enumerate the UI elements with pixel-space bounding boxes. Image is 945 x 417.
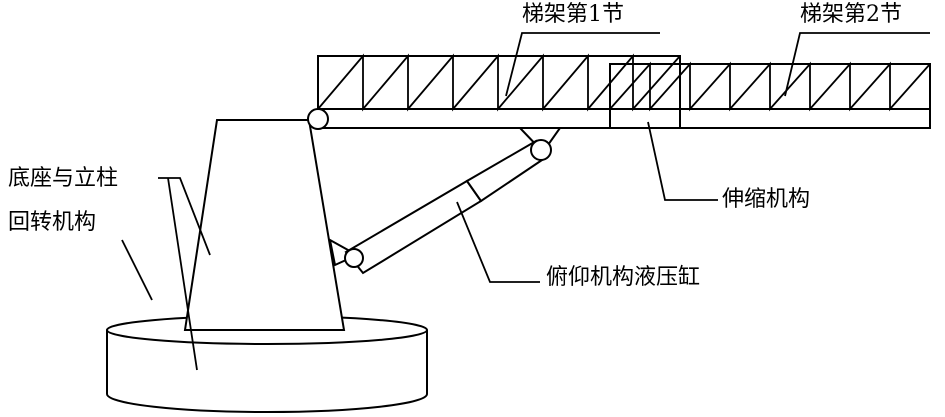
telescopic-mechanism <box>609 108 681 129</box>
cylinder-pin-lower <box>344 248 364 268</box>
leader-base-column-2 <box>167 177 198 371</box>
leader-section2 <box>784 32 930 97</box>
label-slewing-mechanism: 回转机构 <box>8 210 97 235</box>
label-base-and-column: 底座与立柱 <box>8 166 119 191</box>
leader-base-column <box>158 177 211 256</box>
leader-lines <box>121 32 930 371</box>
section2-truss-web <box>609 61 931 112</box>
label-telescopic-mechanism: 伸缩机构 <box>722 187 811 212</box>
leader-telescopic <box>647 121 718 201</box>
cylinder-barrel <box>344 179 483 275</box>
ladder-section-2 <box>609 61 931 129</box>
leader-section1 <box>505 32 660 97</box>
cylinder-pin-upper <box>530 139 552 161</box>
leader-cylinder <box>456 201 540 283</box>
luffing-cylinder <box>328 127 562 275</box>
section1-truss-web <box>317 53 681 112</box>
label-luffing-cylinder: 俯仰机构液压缸 <box>546 265 701 290</box>
label-section-1: 梯架第1节 <box>522 2 624 27</box>
section2-chord <box>609 108 931 129</box>
column <box>183 119 346 331</box>
section1-chord <box>317 108 681 129</box>
boom-pivot-pin <box>307 108 329 130</box>
label-section-2: 梯架第2节 <box>800 2 902 27</box>
leader-slewing <box>121 239 153 301</box>
turntable-body <box>106 330 428 413</box>
